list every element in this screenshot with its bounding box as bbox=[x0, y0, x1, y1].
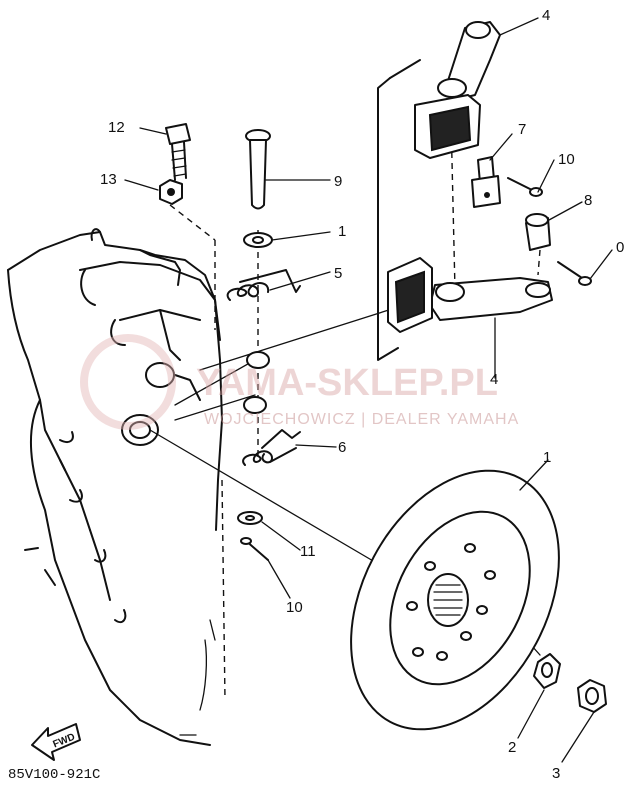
callout-10-upper: 10 bbox=[558, 151, 575, 168]
nut-small bbox=[159, 179, 183, 205]
callout-4-lower: 4 bbox=[490, 371, 498, 388]
callout-6: 6 bbox=[338, 439, 346, 456]
callout-8: 8 bbox=[584, 192, 592, 209]
lever-upper bbox=[414, 21, 501, 159]
cotter-pin-upper bbox=[507, 177, 543, 197]
callout-12: 12 bbox=[108, 119, 125, 136]
callout-1-disc: 1 bbox=[543, 449, 551, 466]
fwd-arrow-icon: FWD bbox=[31, 723, 81, 761]
watermark-brand: YAMA-SKLEP.PL bbox=[196, 362, 498, 404]
washer-lower bbox=[237, 511, 263, 525]
watermark-logo-icon bbox=[80, 334, 176, 430]
callout-10-lower: 10 bbox=[286, 599, 303, 616]
cotter-pin-mid bbox=[557, 261, 592, 286]
callout-9: 9 bbox=[334, 173, 342, 190]
callout-1-upper: 1 bbox=[338, 223, 346, 240]
clevis bbox=[525, 213, 551, 251]
part-code: 85V100-921C bbox=[8, 767, 100, 783]
callout-10-mid: 0 bbox=[616, 239, 624, 256]
assembly-bracket bbox=[377, 59, 421, 361]
spring-lower bbox=[242, 429, 301, 466]
callout-11: 11 bbox=[300, 543, 316, 560]
callout-3: 3 bbox=[552, 765, 560, 782]
shaft-bushings bbox=[243, 351, 270, 414]
bolt bbox=[165, 123, 191, 181]
nut-large bbox=[577, 679, 607, 713]
washer-upper bbox=[243, 232, 273, 248]
spring-upper bbox=[226, 269, 301, 301]
callout-2: 2 bbox=[508, 739, 516, 756]
pivot-pin bbox=[471, 156, 501, 208]
callout-4-upper: 4 bbox=[542, 7, 550, 24]
clevis-pin bbox=[245, 129, 271, 210]
callout-7: 7 bbox=[518, 121, 526, 138]
watermark: YAMA-SKLEP.PL WOJCIECHOWICZ | DEALER YAM… bbox=[80, 334, 519, 430]
callout-leaders bbox=[124, 17, 613, 763]
cotter-pin-lower bbox=[240, 537, 269, 561]
callout-5: 5 bbox=[334, 265, 342, 282]
lock-washer bbox=[533, 653, 561, 689]
callout-labels: 4 12 7 10 13 9 8 1 0 5 4 6 1 11 10 2 3 bbox=[100, 7, 624, 782]
brake-disc bbox=[350, 469, 560, 731]
engine-housing bbox=[7, 228, 223, 746]
watermark-subtitle: WOJCIECHOWICZ | DEALER YAMAHA bbox=[204, 411, 519, 428]
lever-lower bbox=[387, 257, 553, 333]
callout-13: 13 bbox=[100, 171, 117, 188]
